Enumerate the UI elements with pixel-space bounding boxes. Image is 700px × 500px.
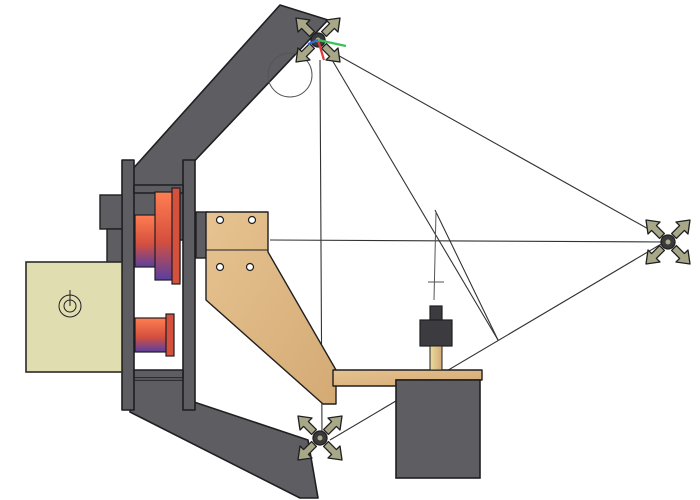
column-collar — [419, 319, 453, 347]
pulley-arrow — [670, 244, 691, 265]
cable-lines — [269, 47, 669, 441]
hoist-column — [419, 305, 453, 371]
pulley-arrow — [297, 440, 318, 461]
guide-pole — [433, 211, 437, 301]
drum-lower-flange — [165, 313, 175, 357]
drum-upper-flange — [171, 187, 181, 285]
motor-flange — [99, 194, 123, 230]
plate-bolts — [215, 215, 257, 272]
pulley-arrow — [670, 219, 691, 240]
corner-pulley-icon — [645, 219, 691, 265]
cable-top-to-drop — [324, 47, 499, 341]
plate-body — [205, 211, 337, 405]
winch-drums — [134, 187, 181, 357]
cable-drop-diagonal — [434, 209, 499, 341]
cable-top-to-right — [324, 47, 669, 241]
pulley-arrow — [645, 219, 666, 240]
frame-right-upright — [182, 159, 196, 411]
pulley-pin — [317, 435, 323, 441]
bolt — [247, 215, 257, 225]
circle-crosshair-icon — [58, 290, 82, 318]
bolt — [245, 262, 255, 272]
frame-bottom-cap — [133, 369, 184, 379]
axis-z — [307, 38, 319, 46]
pulley-arrow — [322, 415, 343, 436]
pulley-arrow — [297, 415, 318, 436]
motor-base-box — [25, 261, 123, 373]
column-cap — [429, 305, 443, 321]
column-shaft — [429, 345, 443, 371]
swing-circle — [267, 52, 313, 98]
xyz-axis-gizmo-icon — [307, 38, 347, 61]
corner-pulley-icon — [297, 415, 343, 461]
pulley-arrow — [320, 17, 341, 38]
pulley-arrow — [295, 42, 316, 63]
frame — [121, 4, 329, 499]
pulley-arrow — [295, 17, 316, 38]
cable-right-to-bottom — [329, 239, 669, 441]
frame-lower-arm — [129, 379, 319, 499]
counterweight-block — [395, 379, 481, 479]
pulley-arrow — [645, 244, 666, 265]
frame-left-upright — [121, 159, 135, 411]
bolt — [215, 215, 225, 225]
pulley-arrow — [322, 440, 343, 461]
bolt — [215, 262, 225, 272]
pulley-arrow — [320, 42, 341, 63]
axis-y — [317, 38, 347, 48]
corner-pulley-icon — [295, 17, 341, 63]
cable-right-horizontal — [269, 239, 669, 243]
pulley-pin — [665, 239, 671, 245]
axis-x — [316, 39, 326, 61]
drum-lower-body — [134, 317, 171, 353]
